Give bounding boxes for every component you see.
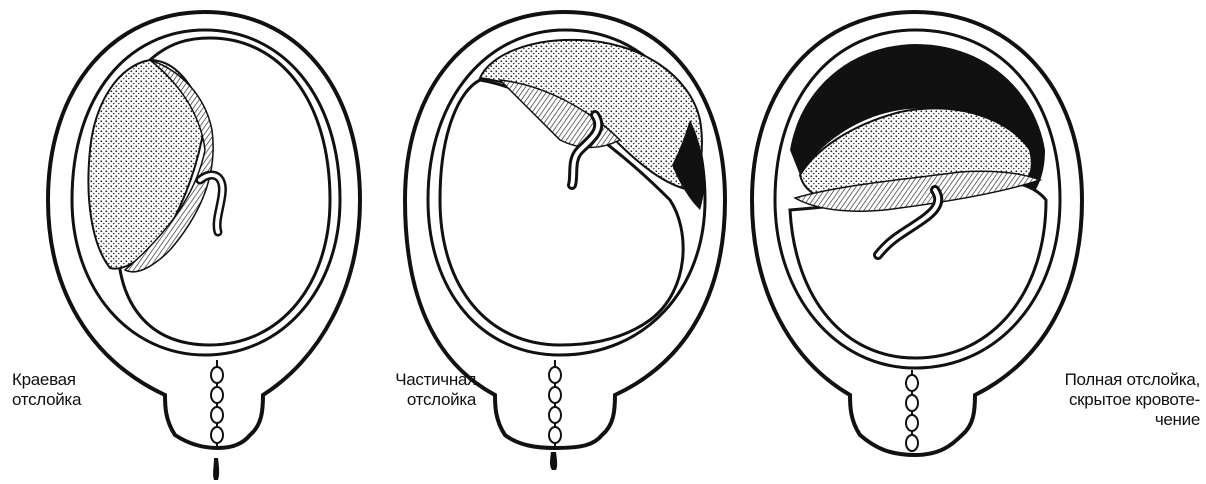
caption-marginal-abruption: Краевая отслойка (12, 370, 81, 410)
blood-drop (213, 458, 219, 480)
caption-line: скрытое кровоте- (1010, 390, 1200, 410)
caption-line: отслойка (12, 390, 81, 410)
caption-complete-abruption: Полная отслойка, скрытое кровоте- чение (1010, 370, 1200, 430)
uterus-figure-marginal (48, 12, 360, 480)
caption-line: отслойка (352, 390, 476, 410)
caption-line: чение (1010, 410, 1200, 430)
caption-line: Полная отслойка, (1010, 370, 1200, 390)
caption-partial-abruption: Частичная отслойка (352, 370, 476, 410)
caption-line: Краевая (12, 370, 81, 390)
caption-line: Частичная (352, 370, 476, 390)
blood-drop (550, 452, 557, 470)
